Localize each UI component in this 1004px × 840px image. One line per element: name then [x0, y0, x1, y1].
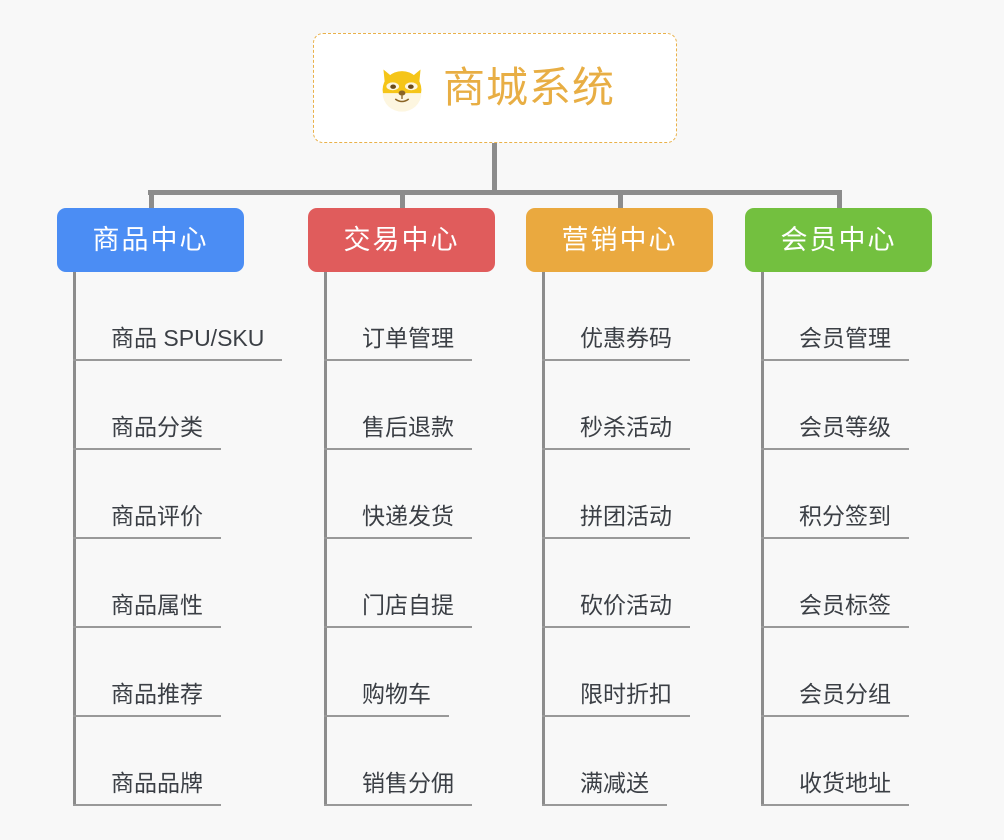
leaf-underline [73, 715, 221, 717]
leaf-node-label: 购物车 [362, 681, 431, 707]
leaf-node-label: 订单管理 [362, 325, 454, 351]
category-label: 商品中心 [92, 224, 209, 255]
leaf-node-label: 快递发货 [362, 503, 454, 529]
leaf-underline [542, 626, 690, 628]
branch-drop-connector [618, 190, 623, 210]
leaf-underline [542, 448, 690, 450]
leaf-underline [324, 448, 472, 450]
leaf-node[interactable]: 门店自提 [324, 539, 472, 628]
leaf-underline [542, 804, 667, 806]
category-label: 交易中心 [343, 224, 460, 255]
leaf-underline [73, 537, 221, 539]
leaf-underline [761, 804, 909, 806]
leaf-spine-connector [324, 272, 327, 806]
leaf-node-label: 会员标签 [799, 592, 891, 618]
leaf-node[interactable]: 满减送 [542, 717, 667, 806]
leaf-node-label: 优惠券码 [580, 325, 672, 351]
leaf-node[interactable]: 商品推荐 [73, 628, 221, 717]
leaf-node-label: 积分签到 [799, 503, 891, 529]
category-node-3[interactable]: 营销中心 [526, 208, 713, 272]
leaf-node[interactable]: 售后退款 [324, 361, 472, 450]
leaf-node-label: 收货地址 [799, 770, 891, 796]
leaf-underline [761, 626, 909, 628]
leaf-spine-connector [761, 272, 764, 806]
category-node-2[interactable]: 交易中心 [308, 208, 495, 272]
branch-drop-connector [149, 190, 154, 210]
leaf-node[interactable]: 优惠券码 [542, 272, 690, 361]
leaf-underline [324, 804, 472, 806]
leaf-node[interactable]: 拼团活动 [542, 450, 690, 539]
category-label: 会员中心 [780, 224, 897, 255]
leaf-node[interactable]: 快递发货 [324, 450, 472, 539]
leaf-underline [761, 537, 909, 539]
root-title: 商城系统 [442, 64, 615, 111]
leaf-node-label: 会员等级 [799, 414, 891, 440]
leaf-node[interactable]: 收货地址 [761, 717, 909, 806]
trunk-stem-connector [492, 143, 497, 193]
leaf-spine-connector [542, 272, 545, 806]
leaf-node-label: 商品分类 [111, 414, 203, 440]
leaf-node[interactable]: 砍价活动 [542, 539, 690, 628]
category-node-4[interactable]: 会员中心 [745, 208, 932, 272]
leaf-node-label: 秒杀活动 [580, 414, 672, 440]
leaf-node-label: 满减送 [580, 770, 649, 796]
leaf-node-label: 商品属性 [111, 592, 203, 618]
leaf-node-label: 会员管理 [799, 325, 891, 351]
leaf-node[interactable]: 积分签到 [761, 450, 909, 539]
leaf-node[interactable]: 购物车 [324, 628, 449, 717]
leaf-node-label: 门店自提 [362, 592, 454, 618]
leaf-underline [324, 626, 472, 628]
leaf-node[interactable]: 商品分类 [73, 361, 221, 450]
leaf-underline [73, 626, 221, 628]
leaf-underline [761, 715, 909, 717]
leaf-node-label: 售后退款 [362, 414, 454, 440]
leaf-node[interactable]: 会员分组 [761, 628, 909, 717]
root-node[interactable]: 商城系统 [313, 33, 677, 143]
leaf-node-label: 商品评价 [111, 503, 203, 529]
leaf-node-label: 会员分组 [799, 681, 891, 707]
leaf-underline [73, 359, 282, 361]
category-node-1[interactable]: 商品中心 [57, 208, 244, 272]
leaf-node[interactable]: 会员标签 [761, 539, 909, 628]
leaf-node[interactable]: 订单管理 [324, 272, 472, 361]
leaf-spine-connector [73, 272, 76, 806]
leaf-node-label: 商品 SPU/SKU [111, 325, 265, 351]
leaf-underline [324, 537, 472, 539]
leaf-underline [761, 448, 909, 450]
leaf-underline [73, 448, 221, 450]
leaf-node-label: 拼团活动 [580, 503, 672, 529]
branch-drop-connector [400, 190, 405, 210]
leaf-underline [542, 537, 690, 539]
leaf-underline [324, 359, 472, 361]
leaf-underline [324, 715, 449, 717]
leaf-underline [542, 715, 690, 717]
leaf-node[interactable]: 商品属性 [73, 539, 221, 628]
category-label: 营销中心 [561, 224, 678, 255]
shiba-dog-icon [382, 69, 422, 112]
leaf-node[interactable]: 会员等级 [761, 361, 909, 450]
leaf-underline [761, 359, 909, 361]
leaf-node[interactable]: 商品品牌 [73, 717, 221, 806]
leaf-underline [542, 359, 690, 361]
leaf-node[interactable]: 商品评价 [73, 450, 221, 539]
leaf-node-label: 商品品牌 [111, 770, 203, 796]
leaf-node[interactable]: 商品 SPU/SKU [73, 272, 282, 361]
leaf-node[interactable]: 销售分佣 [324, 717, 472, 806]
leaf-node-label: 商品推荐 [111, 681, 203, 707]
leaf-node[interactable]: 会员管理 [761, 272, 909, 361]
branch-drop-connector [837, 190, 842, 210]
trunk-horizontal-connector [148, 190, 842, 195]
leaf-underline [73, 804, 221, 806]
leaf-node-label: 销售分佣 [362, 770, 454, 796]
leaf-node-label: 砍价活动 [580, 592, 672, 618]
leaf-node[interactable]: 限时折扣 [542, 628, 690, 717]
leaf-node-label: 限时折扣 [580, 681, 672, 707]
leaf-node[interactable]: 秒杀活动 [542, 361, 690, 450]
